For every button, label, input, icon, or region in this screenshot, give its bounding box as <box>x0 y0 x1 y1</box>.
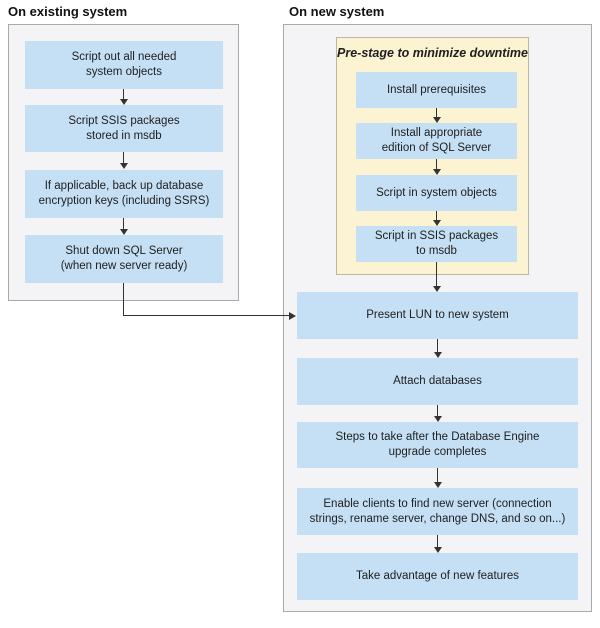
step-label: Steps to take after the Database Engine … <box>335 431 540 458</box>
step-attach-databases: Attach databases <box>297 358 578 405</box>
prestage-title: Pre-stage to minimize downtime <box>337 46 529 60</box>
flow-arrow-down-icon <box>433 339 442 358</box>
step-label: Install appropriate edition of SQL Serve… <box>381 127 492 154</box>
step-backup-encryption-keys: If applicable, back up database encrypti… <box>25 170 223 218</box>
flow-arrow-down-icon <box>432 159 441 175</box>
step-enable-clients: Enable clients to find new server (conne… <box>297 488 578 535</box>
flow-arrow-down-icon <box>432 211 441 226</box>
step-label: Present LUN to new system <box>366 309 509 321</box>
step-label: Script in SSIS packages to msdb <box>374 230 499 257</box>
step-install-prerequisites: Install prerequisites <box>356 72 517 108</box>
step-script-out-system-objects: Script out all needed system objects <box>25 41 223 89</box>
flow-arrow-down-icon <box>119 218 128 235</box>
step-present-lun: Present LUN to new system <box>297 292 578 339</box>
step-script-in-ssis-packages: Script in SSIS packages to msdb <box>356 226 517 262</box>
elbow-connector-vertical <box>122 283 124 316</box>
flow-arrow-down-icon <box>433 405 442 422</box>
flow-arrow-down-icon <box>433 535 442 553</box>
elbow-connector-horizontal <box>122 314 290 317</box>
step-label: Script out all needed system objects <box>71 51 177 78</box>
step-label: Attach databases <box>393 375 482 387</box>
step-post-upgrade-steps: Steps to take after the Database Engine … <box>297 422 578 468</box>
step-take-advantage-new-features: Take advantage of new features <box>297 553 578 600</box>
step-label: Script in system objects <box>376 186 497 199</box>
step-label: Script SSIS packages stored in msdb <box>68 114 180 142</box>
step-label: Install prerequisites <box>386 83 487 96</box>
step-label: Take advantage of new features <box>355 570 520 582</box>
step-label: If applicable, back up database encrypti… <box>38 180 210 207</box>
step-script-ssis-packages: Script SSIS packages stored in msdb <box>25 105 223 152</box>
flow-arrow-down-icon <box>432 262 441 292</box>
existing-system-title: On existing system <box>8 4 128 19</box>
flow-arrow-down-icon <box>433 468 442 488</box>
step-install-sql-edition: Install appropriate edition of SQL Serve… <box>356 123 517 159</box>
flow-arrow-down-icon <box>119 152 128 169</box>
flow-arrow-down-icon <box>432 108 441 123</box>
flow-arrow-down-icon <box>119 89 128 105</box>
elbow-connector-arrowhead-icon <box>289 311 296 320</box>
new-system-title: On new system <box>289 4 385 19</box>
step-label: Enable clients to find new server (conne… <box>309 497 566 525</box>
step-script-in-system-objects: Script in system objects <box>356 175 517 211</box>
step-label: Shut down SQL Server (when new server re… <box>60 245 188 272</box>
step-shutdown-sql-server: Shut down SQL Server (when new server re… <box>25 235 223 283</box>
